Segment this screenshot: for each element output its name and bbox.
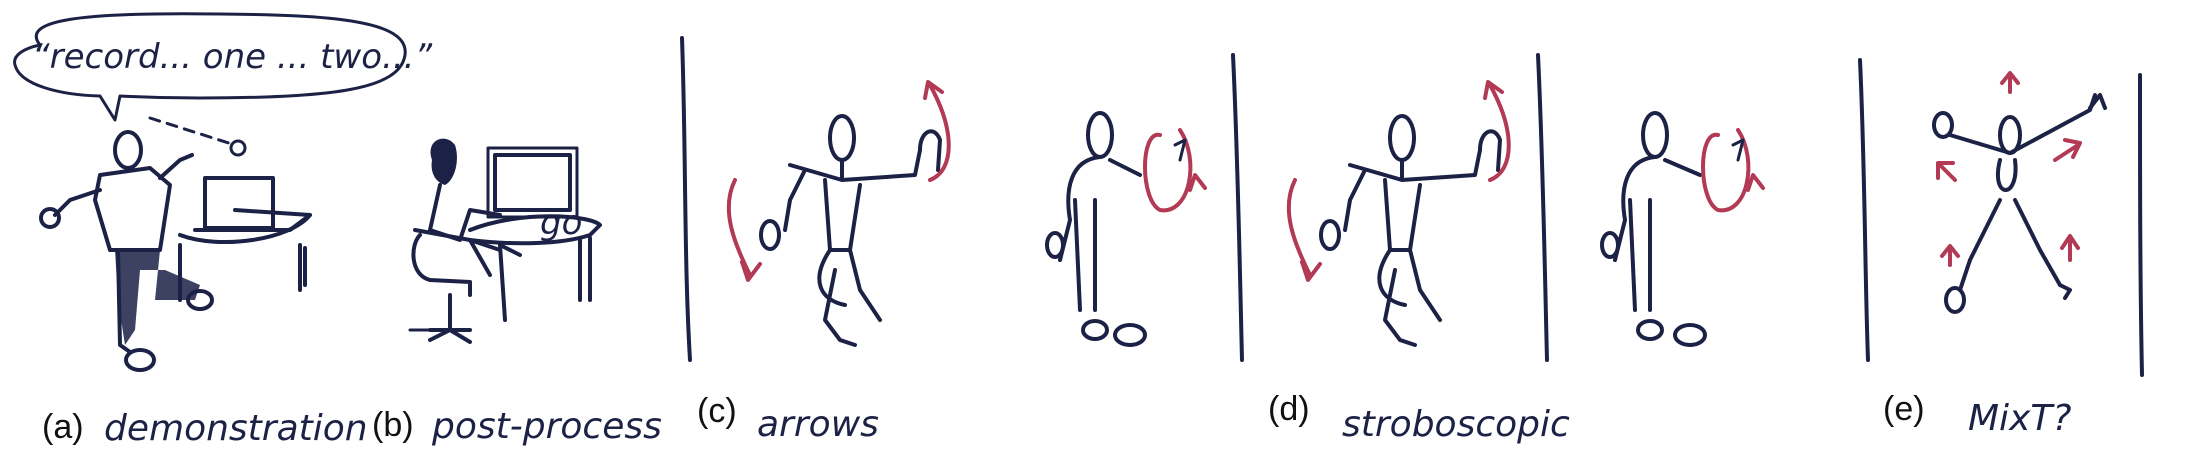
stick-figure-d3 [1600,111,1765,347]
stick-figure-d2 [1286,80,1511,347]
desk-with-monitor [178,176,312,302]
motion-arrow [2053,138,2082,162]
frame-line [2138,73,2144,377]
motion-arrow [1940,244,1960,267]
panel-a-letter: (a) [42,408,84,446]
panel-b-post-process: go (b) post-process [372,138,662,447]
panel-d-letter: (d) [1268,390,1310,428]
panel-c-letter: (c) [697,392,737,430]
frame-line [1536,53,1549,362]
panel-e-letter: (e) [1883,390,1925,428]
panel-a-caption: demonstration [104,408,368,449]
panel-b-caption: post-process [431,406,662,447]
motion-arrow [2000,71,2020,94]
frame-line [1858,58,1870,362]
motion-arrow-down [726,178,762,282]
stick-figure-e [1932,93,2107,314]
stick-figure-d1 [1045,111,1207,347]
motion-arrow-up [923,80,951,182]
panel-b-letter: (b) [372,406,414,444]
person-demonstrating [39,116,247,372]
panel-d-stroboscopic: (d) stroboscopic [1045,53,1765,445]
frame-line [680,36,692,362]
speech-bubble [13,12,407,122]
panel-e-mixt: (e) MixT? [1858,58,2144,439]
panel-e-caption: MixT? [1968,398,2071,439]
motion-arrow [1936,161,1957,182]
speech-bubble-text: “record... one ... two...” [32,37,432,77]
motion-arrow [2060,234,2080,262]
panel-c-caption: arrows [757,404,879,445]
panel-c-arrows: (c) arrows [680,36,951,445]
panel-d-caption: stroboscopic [1342,404,1570,445]
desk-with-monitor-b: go [468,146,602,322]
frame-line [1231,53,1244,362]
stick-figure-c [759,114,942,347]
panel-a-demonstration: “record... one ... two...” (a) demonstra… [13,12,432,449]
screen-go-text: go [540,203,582,243]
